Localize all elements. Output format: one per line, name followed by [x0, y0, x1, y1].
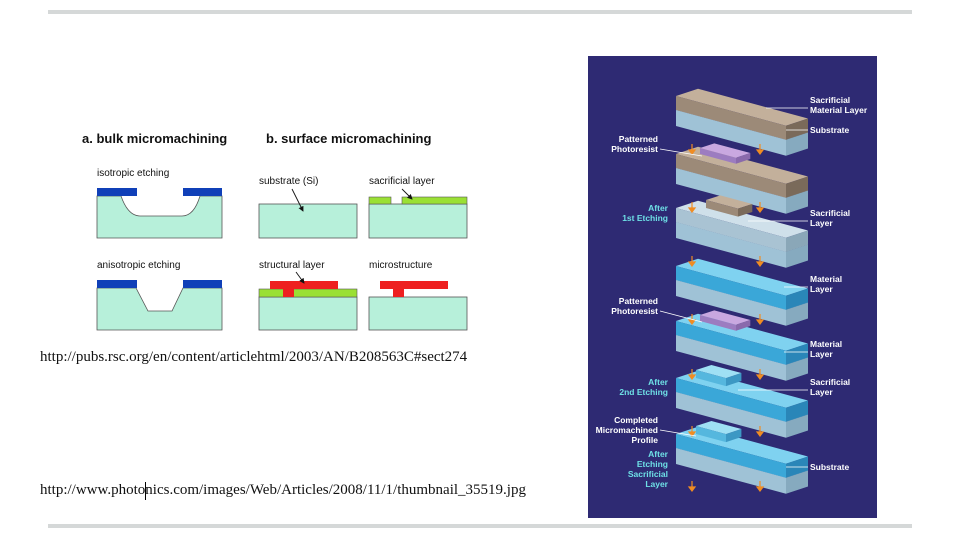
- leader-line: [659, 429, 697, 437]
- label-after-2nd-etching-b: 2nd Etching: [619, 387, 668, 397]
- text-cursor: [145, 482, 146, 500]
- process-arrow-icon: [755, 481, 765, 492]
- label-material-layer-1b: Layer: [810, 284, 833, 294]
- structural-layer-diagram: [258, 271, 358, 331]
- label-after-2nd-etching: After: [648, 377, 669, 387]
- structural-layer-caption: structural layer: [259, 260, 325, 271]
- label-patterned-photoresist-1b: Photoresist: [611, 144, 658, 154]
- photonics-source-url[interactable]: http://www.photonics.com/images/Web/Arti…: [40, 482, 526, 498]
- process-arrow-icon: [755, 369, 765, 380]
- isotropic-etching-diagram: [96, 188, 223, 239]
- process-arrow-icon: [755, 426, 765, 437]
- surface-micromachining-heading: b. surface micromachining: [266, 131, 432, 146]
- label-after-1st-etching: After: [648, 203, 669, 213]
- label-sacrificial-material: Sacrificial: [810, 95, 850, 105]
- layer-slab: [676, 258, 808, 310]
- substrate-caption: substrate (Si): [259, 176, 319, 187]
- label-sacrificial-layer-1b: Layer: [810, 218, 833, 228]
- process-arrow-icon: [755, 202, 765, 213]
- anisotropic-etching-diagram: [96, 280, 223, 331]
- sacrificial-layer-diagram: [368, 188, 468, 239]
- label-after-etching-sacrificial-d: Layer: [645, 479, 668, 489]
- top-divider: [48, 10, 912, 14]
- label-sacrificial-material-2: Material Layer: [810, 105, 868, 115]
- process-arrow-icon: [687, 202, 697, 213]
- label-material-layer-1: Material: [810, 274, 842, 284]
- label-after-etching-sacrificial-b: Etching: [637, 459, 668, 469]
- anisotropic-etching-caption: anisotropic etching: [97, 260, 181, 271]
- label-material-layer-2b: Layer: [810, 349, 833, 359]
- label-material-layer-2: Material: [810, 339, 842, 349]
- label-after-1st-etching-b: 1st Etching: [622, 213, 668, 223]
- sacrificial-layer-caption: sacrificial layer: [369, 176, 435, 187]
- process-arrow-icon: [687, 481, 697, 492]
- photoresist-block: [700, 143, 751, 164]
- label-sacrificial-layer-2: Sacrificial: [810, 377, 850, 387]
- substrate-diagram: [258, 188, 358, 239]
- raised-step: [696, 364, 742, 387]
- remaining-sacrificial: [706, 195, 753, 217]
- bulk-micromachining-heading: a. bulk micromachining: [82, 131, 228, 146]
- process-arrow-icon: [687, 256, 697, 267]
- process-arrow-icon: [687, 426, 697, 437]
- layer-slab: [676, 200, 808, 252]
- label-patterned-photoresist-2b: Photoresist: [611, 306, 658, 316]
- leader-line: [659, 148, 703, 157]
- label-completed-profile: Completed: [614, 415, 658, 425]
- label-completed-profile-b: Micromachined: [596, 425, 658, 435]
- isotropic-etching-caption: isotropic etching: [97, 168, 170, 179]
- microstructure-diagram: [368, 281, 468, 331]
- bottom-divider: [48, 524, 912, 528]
- process-arrow-icon: [755, 256, 765, 267]
- process-arrow-icon: [687, 144, 697, 155]
- layer-slab: [676, 88, 808, 140]
- label-substrate-top: Substrate: [810, 125, 849, 135]
- label-after-etching-sacrificial-c: Sacrificial: [628, 469, 668, 479]
- microstructure-caption: microstructure: [369, 260, 433, 271]
- raised-step: [696, 420, 742, 443]
- label-after-etching-sacrificial: After: [648, 449, 669, 459]
- rsc-source-url[interactable]: http://pubs.rsc.org/en/content/articleht…: [40, 349, 468, 365]
- label-patterned-photoresist-2: Patterned: [619, 296, 658, 306]
- label-completed-profile-c: Profile: [632, 435, 659, 445]
- micromachining-schematics: [96, 188, 468, 331]
- label-patterned-photoresist-1: Patterned: [619, 134, 658, 144]
- process-arrow-icon: [687, 369, 697, 380]
- process-arrow-icon: [755, 314, 765, 325]
- photoresist-block: [700, 310, 751, 331]
- process-arrow-icon: [755, 144, 765, 155]
- label-substrate-bottom: Substrate: [810, 462, 849, 472]
- leader-line: [659, 310, 703, 323]
- label-sacrificial-layer-1: Sacrificial: [810, 208, 850, 218]
- label-sacrificial-layer-2b: Layer: [810, 387, 833, 397]
